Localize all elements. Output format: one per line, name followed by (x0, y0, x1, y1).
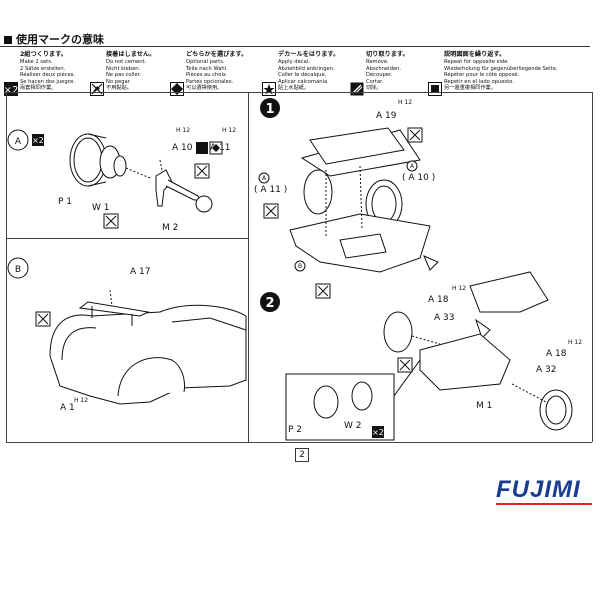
panel-b-diagram: B A 17 A 1 H 12 (7, 257, 247, 413)
svg-text:W 2: W 2 (344, 421, 362, 431)
svg-text:2: 2 (265, 296, 274, 311)
panel-divider-vertical (248, 92, 249, 442)
legend-item-cut: 切り取ります。 Remove.Abschneiden.Découper.Cort… (366, 51, 409, 92)
do-not-cement-icon (263, 203, 279, 219)
step-b-badge (7, 257, 29, 279)
make-two-icon: ×2 (372, 426, 384, 438)
optional-parts-icon (196, 141, 223, 155)
svg-text:A 33: A 33 (434, 313, 454, 323)
legend-title: 使用マークの意味 (4, 31, 104, 47)
do-not-cement-icon (397, 357, 413, 373)
arrow-down-icon (423, 255, 439, 271)
svg-text:H 12: H 12 (74, 397, 88, 404)
rear-axle-illustration (383, 271, 573, 431)
page-number: 2 (295, 448, 309, 462)
svg-text:A 1: A 1 (60, 403, 75, 413)
brand-underline (496, 503, 592, 505)
front-suspension-illustration (289, 127, 431, 273)
svg-text:( A 11 ): ( A 11 ) (254, 185, 287, 195)
do-not-cement-icon (315, 283, 331, 299)
svg-text:H 12: H 12 (398, 99, 412, 106)
tire-illustration (69, 133, 151, 187)
make-two-icon (32, 134, 44, 146)
frame-bottom (6, 442, 592, 443)
svg-text:P 1: P 1 (58, 197, 72, 207)
svg-text:( A 10 ): ( A 10 ) (402, 173, 435, 183)
arrow-down-icon (475, 318, 491, 339)
svg-text:A: A (410, 163, 415, 170)
step-1-diagram: 1 A 19 H 12 A ( A 11 ) A ( A 10 ) B (254, 98, 435, 299)
do-not-cement-icon (103, 213, 119, 229)
svg-text:1: 1 (265, 102, 274, 117)
svg-text:A: A (262, 175, 267, 182)
svg-text:H 12: H 12 (568, 339, 582, 346)
panel-a-diagram: A ×2 P 1 W 1 A 10 H 12 A 11 H 12 M 2 (7, 127, 236, 233)
step-2-badge (260, 292, 280, 312)
legend-item-do-not-cement: 接着はしません。 Do not cement.Nicht kleben.Ne p… (106, 51, 156, 92)
svg-text:B: B (15, 265, 21, 275)
chassis-rear-illustration (49, 289, 247, 405)
panel-divider-horizontal (6, 238, 248, 239)
svg-text:M 1: M 1 (476, 401, 492, 411)
svg-text:H 12: H 12 (176, 127, 190, 134)
svg-text:A 10: A 10 (172, 143, 193, 153)
frame-right (592, 92, 593, 442)
brand-logo: FUJIMI (496, 476, 581, 503)
legend-item-repeat: 説明図面を繰り返す。 Repeat for opposite side.Wied… (444, 51, 558, 92)
svg-text:×2: ×2 (4, 85, 19, 96)
step-2-diagram: 2 ×2 A 18 H 12 A 33 A 32 M 1 P 2 W 2 A 1… (260, 255, 582, 441)
svg-text:A 18: A 18 (546, 349, 567, 359)
svg-text:M 2: M 2 (162, 223, 178, 233)
legend-divider (0, 46, 590, 47)
svg-text:H 12: H 12 (452, 285, 466, 292)
svg-text:P 2: P 2 (288, 425, 302, 435)
svg-text:A 18: A 18 (428, 295, 449, 305)
svg-text:B: B (298, 263, 302, 270)
svg-text:A 11: A 11 (210, 143, 230, 153)
legend-item-decal: デカールをはります。 Apply decal.Abziehbild anbrin… (278, 51, 340, 92)
legend-item-make-two: 2組つくります。 Make 2 sets.2 Sätze erstellen.R… (20, 51, 76, 92)
do-not-cement-icon (194, 163, 210, 179)
svg-text:A 32: A 32 (536, 365, 556, 375)
upright-illustration (155, 159, 213, 213)
legend-item-optional: どちらかを選びます。 Optional parts.Teile nach Wah… (186, 51, 248, 92)
svg-text:A 19: A 19 (376, 111, 397, 121)
svg-text:W 1: W 1 (92, 203, 110, 213)
legend: 使用マークの意味 ×2 2組つくります。 Make 2 sets.2 Sätze… (0, 30, 600, 110)
svg-text:A: A (15, 137, 22, 147)
frame-left (6, 92, 7, 442)
frame-top (6, 92, 592, 93)
do-not-cement-icon (35, 311, 51, 327)
svg-text:×2: ×2 (372, 428, 384, 437)
svg-text:A 17: A 17 (130, 267, 150, 277)
step-a-badge (7, 129, 29, 151)
do-not-cement-icon (407, 127, 423, 143)
step-1-badge (260, 98, 280, 118)
svg-text:H 12: H 12 (222, 127, 236, 134)
svg-text:×2: ×2 (32, 136, 44, 145)
